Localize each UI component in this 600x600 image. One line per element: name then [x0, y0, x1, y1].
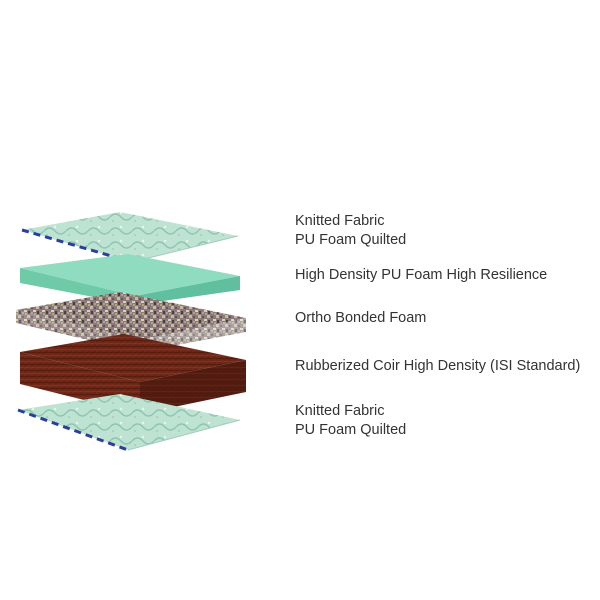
label-bottom-fabric-line-2: PU Foam Quilted	[295, 422, 407, 438]
label-coir-line-1: Rubberized Coir High Density (ISI Standa…	[295, 358, 581, 374]
label-hr-foam-line-1: High Density PU Foam High Resilience	[295, 267, 548, 283]
top-fabric-layer	[21, 212, 239, 264]
bottom-fabric-layer	[17, 394, 241, 452]
label-bonded-foam-line-1: Ortho Bonded Foam	[295, 310, 427, 326]
label-top-fabric: Knitted Fabric PU Foam Quilted	[295, 212, 406, 250]
label-coir: Rubberized Coir High Density (ISI Standa…	[295, 357, 580, 376]
label-hr-foam: High Density PU Foam High Resilience	[295, 266, 547, 285]
label-bonded-foam: Ortho Bonded Foam	[295, 309, 426, 328]
label-top-fabric-line-2: PU Foam Quilted	[295, 232, 407, 248]
label-top-fabric-line-1: Knitted Fabric	[295, 213, 385, 229]
label-bottom-fabric-line-1: Knitted Fabric	[295, 403, 385, 419]
label-bottom-fabric: Knitted Fabric PU Foam Quilted	[295, 402, 406, 440]
